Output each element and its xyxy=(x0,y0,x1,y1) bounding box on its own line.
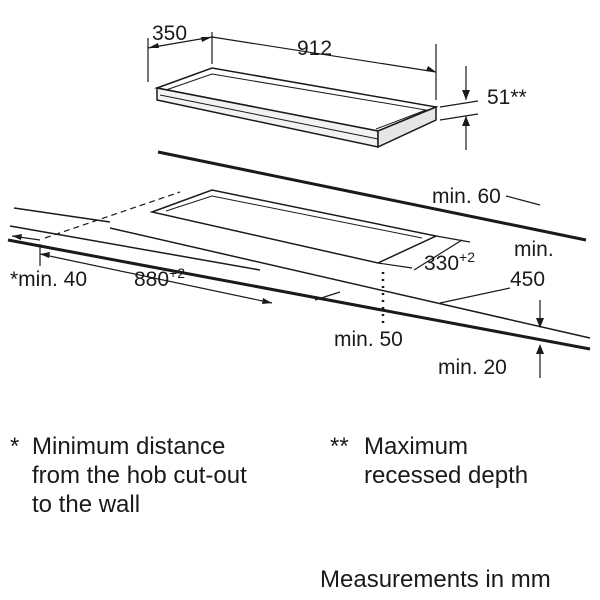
dim-880-line xyxy=(39,253,273,304)
dim-rear-clearance: min. 60 xyxy=(432,185,501,208)
footnote2-line2: recessed depth xyxy=(364,462,529,489)
dim-hob-width: 912 xyxy=(297,37,332,60)
worktop-front-top xyxy=(109,227,591,339)
dim-wall-distance: *min. 40 xyxy=(10,268,87,291)
dim-51-ext-bottom xyxy=(439,113,479,121)
dim-330-ext-bottom xyxy=(377,262,413,269)
footnote-asterisk: * xyxy=(10,433,20,460)
hob-side-face xyxy=(377,105,437,149)
worktop xyxy=(7,150,591,351)
hob-dimensions xyxy=(147,32,479,150)
hob-glass-edge xyxy=(159,94,379,140)
dim-330-ext-top xyxy=(435,235,471,243)
dim-350-line xyxy=(147,36,213,49)
dim-hob-height: 51** xyxy=(487,86,527,109)
footnote1-line1: Minimum distance xyxy=(32,433,226,460)
wall-line-dashed xyxy=(44,191,181,239)
worktop-arrowheads xyxy=(12,234,544,354)
dim-cutout-width: 880+2 xyxy=(134,265,185,291)
worktop-line-mid xyxy=(9,225,261,271)
hob-inner-frame xyxy=(165,73,428,130)
dim-450-leader xyxy=(439,287,511,304)
footnote1-line2: from the hob cut-out xyxy=(32,462,247,489)
footnote2-line1: Maximum xyxy=(364,433,469,460)
dim-front-clearance: min. 20 xyxy=(438,356,507,379)
measurement-unit-note: Measurements in mm xyxy=(320,566,551,593)
footnote-recessed-depth: ** Maximum recessed depth xyxy=(330,432,590,496)
dim-330-line xyxy=(413,239,463,271)
dim-912-line xyxy=(211,36,437,73)
footnote1-line3: to the wall xyxy=(32,491,141,518)
dim-cutout-depth: 330+2 xyxy=(424,249,475,275)
hob-arrowheads xyxy=(148,37,470,126)
worktop-rear-edge xyxy=(157,150,587,242)
footnote-double-asterisk: ** xyxy=(330,433,349,460)
dim-hob-depth: 350 xyxy=(152,22,187,45)
worktop-front-edge xyxy=(7,238,591,351)
dim-side-clearance-line2: 450 xyxy=(510,268,545,291)
footnote-wall-distance: * Minimum distance from the hob cut-out … xyxy=(10,432,310,524)
dim-60-leader xyxy=(505,195,541,206)
diagram-drawing: 350 912 51** xyxy=(7,22,591,379)
cutout-inner-edge xyxy=(165,195,423,239)
worktop-left-edge xyxy=(13,207,111,223)
hob-appliance xyxy=(154,67,439,149)
dim-51-ext-top xyxy=(439,100,479,108)
dim-worktop-thickness: min. 50 xyxy=(334,328,403,351)
dim-880-ext-right xyxy=(314,291,341,301)
worktop-dimensions xyxy=(11,195,541,378)
dim-side-clearance-line1: min. xyxy=(514,238,554,261)
